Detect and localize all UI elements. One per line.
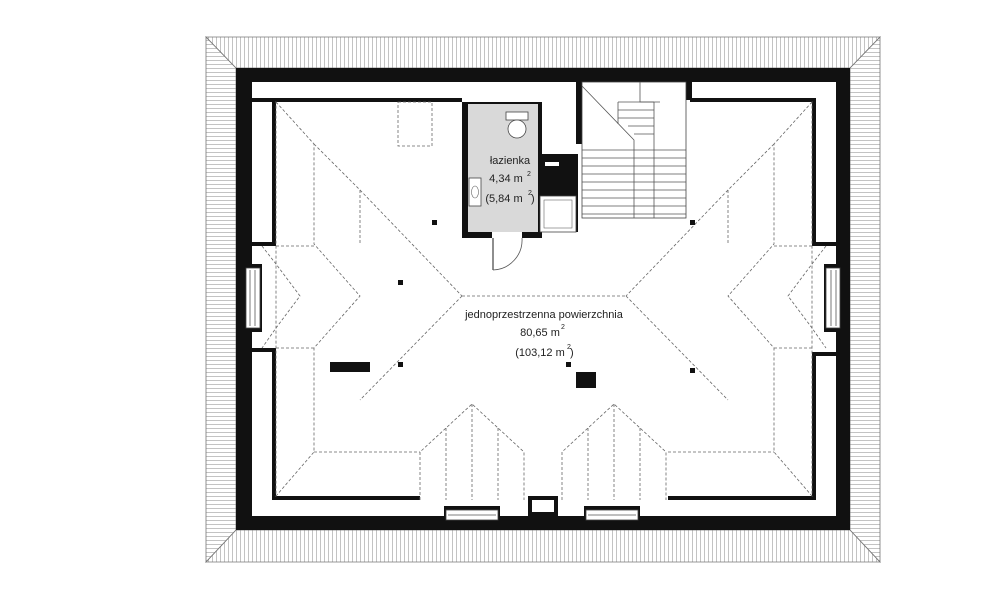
staircase [576,81,692,219]
open-space-label: jednoprzestrzenna powierzchnia 80,65 m 2… [464,309,624,359]
roof-projection [261,100,827,500]
bathroom-gross-area: (5,84 m [485,193,522,205]
bathroom [462,102,578,271]
posts [330,220,695,388]
bathroom-area: 4,34 m [489,173,523,185]
bathroom-name: łazienka [490,155,531,167]
chimney [576,372,596,388]
bathroom-gross-close: ) [531,193,535,205]
roof-overhang [205,36,881,564]
open-space-gross-area: (103,12 m [515,347,565,359]
bathroom-gross-exp: 2 [528,190,532,197]
open-space-area: 80,65 m [520,327,560,339]
open-space-gross-close: ) [570,347,574,359]
open-space-name: jednoprzestrzenna powierzchnia [464,309,624,321]
open-space-area-exp: 2 [561,324,565,331]
bathroom-label: łazienka 4,34 m 2 (5,84 m 2 ) [485,155,534,205]
open-space-gross-exp: 2 [567,344,571,351]
floor-area [252,82,836,516]
side-windows [236,264,850,332]
bathroom-area-exp: 2 [527,171,531,178]
bottom-windows [444,496,640,526]
knee-walls [252,98,836,500]
